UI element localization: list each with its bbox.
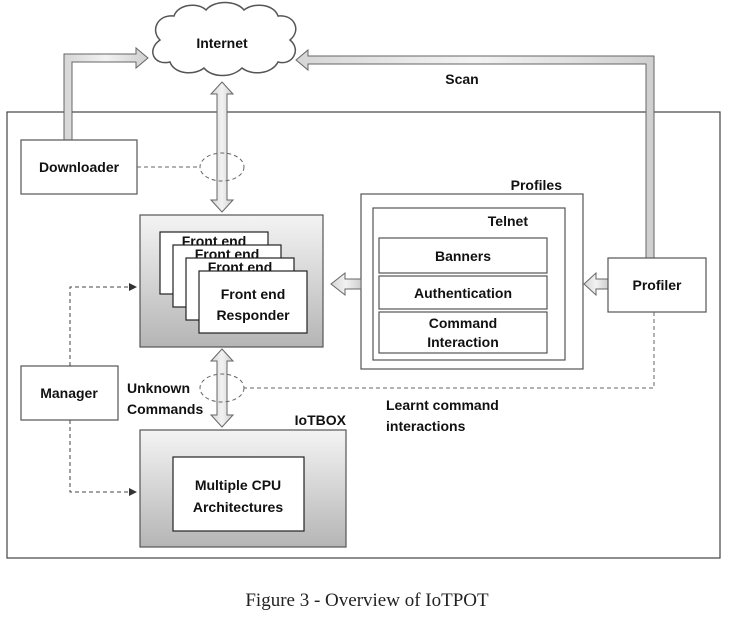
profiles-label: Profiles	[511, 177, 563, 193]
manager-frontend-link	[69, 283, 137, 366]
profiler-label: Profiler	[632, 277, 682, 293]
learnt-label-2: interactions	[386, 418, 466, 434]
unknown-commands-label-2: Commands	[127, 401, 203, 417]
downloader-internet-arrow	[63, 46, 149, 141]
banners-label: Banners	[435, 248, 491, 264]
frontend-responder-label-2: Responder	[216, 307, 290, 323]
internet-cloud: Internet	[152, 1, 297, 77]
learnt-label-1: Learnt command	[386, 397, 499, 413]
scan-arrow	[295, 48, 655, 259]
command-interaction-label-2: Interaction	[427, 334, 499, 350]
command-interaction-box	[378, 311, 548, 354]
figure-caption: Figure 3 - Overview of IoTPOT	[245, 590, 489, 611]
profiles-frontend-arrow	[330, 271, 362, 297]
authentication-box	[378, 275, 548, 310]
profiler-box	[607, 257, 707, 313]
iotbox-label: IoTBOX	[295, 412, 347, 428]
frontend-responder-label-1: Front end	[221, 286, 286, 302]
multiple-cpu-label-1: Multiple CPU	[195, 477, 281, 493]
profiler-profiles-arrow	[583, 271, 609, 297]
multiple-cpu-box	[172, 456, 305, 532]
command-interaction-label-1: Command	[429, 315, 497, 331]
system-frame	[6, 111, 721, 559]
downloader-label: Downloader	[39, 159, 120, 175]
multiple-cpu-label-2: Architectures	[193, 499, 283, 515]
manager-iotbox-link	[69, 420, 137, 496]
downloader-join-ellipse	[199, 152, 245, 182]
frontend-responder-card	[198, 270, 308, 334]
manager-box	[20, 365, 119, 421]
learnt-join-ellipse	[199, 373, 245, 403]
unknown-commands-label-1: Unknown	[127, 380, 190, 396]
manager-label: Manager	[40, 385, 98, 401]
authentication-label: Authentication	[414, 285, 512, 301]
downloader-box	[20, 139, 138, 195]
telnet-label: Telnet	[488, 213, 529, 229]
scan-label: Scan	[445, 71, 478, 87]
frontend-iotbox-arrow	[209, 348, 235, 428]
internet-label: Internet	[196, 35, 248, 51]
internet-frontend-arrow	[209, 81, 235, 213]
banners-box	[378, 237, 548, 274]
